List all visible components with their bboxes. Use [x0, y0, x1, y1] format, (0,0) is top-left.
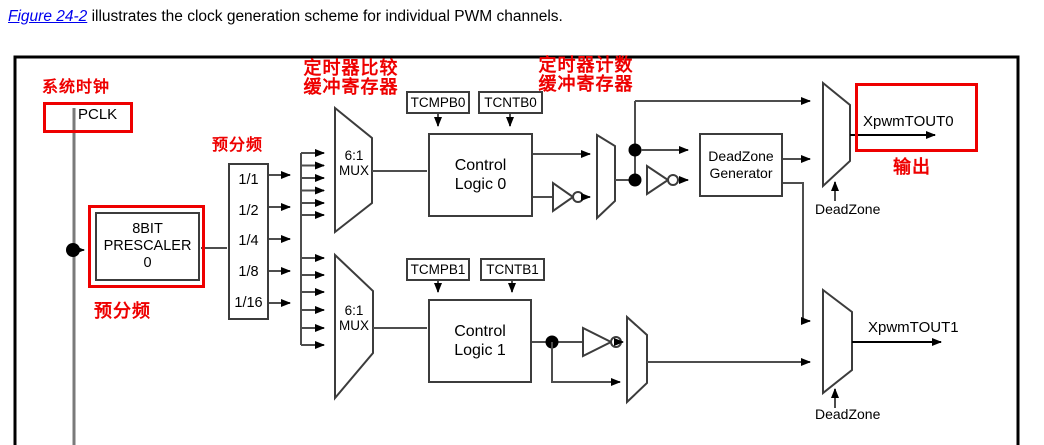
mux1-shape	[334, 252, 374, 401]
figure-caption: Figure 24-2 illustrates the clock genera…	[8, 8, 563, 26]
prescaler-line2: PRESCALER	[103, 238, 192, 254]
prescaler-top-annotation: 预分频	[212, 137, 264, 154]
tcntb0-register: TCNTB0	[478, 91, 543, 114]
prescaler-bottom-annotation: 预分频	[94, 301, 151, 321]
prescaler-line1: 8BIT	[132, 221, 163, 237]
inverter1-shape	[582, 326, 614, 358]
divider-1-4: 1/4	[238, 233, 259, 250]
tcmpb0-register: TCMPB0	[406, 91, 470, 114]
count-buffer-line1: 定时器计数	[538, 55, 634, 75]
control-logic0-block: Control Logic 0	[428, 133, 533, 217]
inverter0b-shape	[646, 164, 670, 196]
mux2to1-ch1-shape	[626, 314, 648, 405]
ch0-dot-bottom	[628, 173, 642, 187]
control-logic0-label: Control Logic 0	[454, 157, 507, 193]
mux1-label: 6:1 MUX	[339, 303, 369, 333]
count-buffer-line2: 缓冲寄存器	[538, 74, 634, 94]
mux1-input-arrows	[301, 254, 325, 349]
register-arrows	[434, 114, 516, 293]
divider-output-arrows	[269, 171, 291, 307]
tcmpb1-register: TCMPB1	[406, 258, 470, 281]
pclk-label: PCLK	[78, 106, 118, 123]
control-logic1-label: Control Logic 1	[454, 323, 506, 359]
system-clock-annotation: 系统时钟	[42, 79, 111, 96]
mux2to1-ch0-shape	[596, 133, 616, 221]
pclk-highlight-frame	[43, 102, 133, 133]
deadzone-generator-label: DeadZone Generator	[708, 148, 774, 181]
pclk-junction-dot	[66, 243, 80, 257]
ch0-dot-top	[628, 143, 642, 157]
outmux1-shape	[822, 287, 853, 396]
xpwmtout1-label: XpwmTOUT1	[868, 319, 959, 336]
divider-1-1: 1/1	[238, 172, 259, 189]
tout0-highlight-frame	[855, 83, 978, 152]
divider-1-2: 1/2	[238, 202, 259, 219]
prescaler-block: 8BIT PRESCALER 0	[95, 212, 200, 281]
compare-buffer-line2: 缓冲寄存器	[303, 77, 399, 97]
divider-1-16: 1/16	[234, 294, 263, 311]
figure-link[interactable]: Figure 24-2	[8, 8, 88, 25]
mux0-label: 6:1 MUX	[339, 148, 369, 178]
prescaler-line3: 0	[143, 255, 152, 271]
figure-caption-text: illustrates the clock generation scheme …	[87, 8, 563, 25]
count-buffer-annotation: 定时器计数缓冲寄存器	[528, 56, 644, 94]
divider-1-8: 1/8	[238, 264, 259, 281]
compare-buffer-line1: 定时器比较	[303, 58, 399, 78]
control-logic1-block: Control Logic 1	[428, 299, 532, 383]
deadzone0-label: DeadZone	[815, 201, 881, 217]
deadzone-generator-block: DeadZone Generator	[699, 133, 783, 197]
compare-buffer-annotation: 定时器比较缓冲寄存器	[293, 59, 409, 97]
mux0-input-arrows	[301, 149, 325, 219]
figure-border	[13, 55, 1020, 445]
ch1-direct-line	[551, 342, 621, 386]
outmux0-shape	[822, 80, 851, 189]
inverter0a-shape	[552, 181, 575, 213]
prescaler-highlight-frame	[88, 205, 205, 288]
inverter0a-bubble	[572, 191, 584, 203]
inverter0b-bubble	[667, 174, 679, 186]
mux0-shape	[334, 105, 373, 235]
dz-out1-line	[783, 182, 811, 325]
inverter1-bubble	[610, 336, 622, 348]
deadzone1-label: DeadZone	[815, 406, 881, 422]
output-annotation: 输出	[893, 157, 931, 177]
xpwmtout0-label: XpwmTOUT0	[863, 113, 954, 130]
divider-block: 1/1 1/2 1/4 1/8 1/16	[228, 163, 269, 320]
tcntb1-register: TCNTB1	[480, 258, 545, 281]
